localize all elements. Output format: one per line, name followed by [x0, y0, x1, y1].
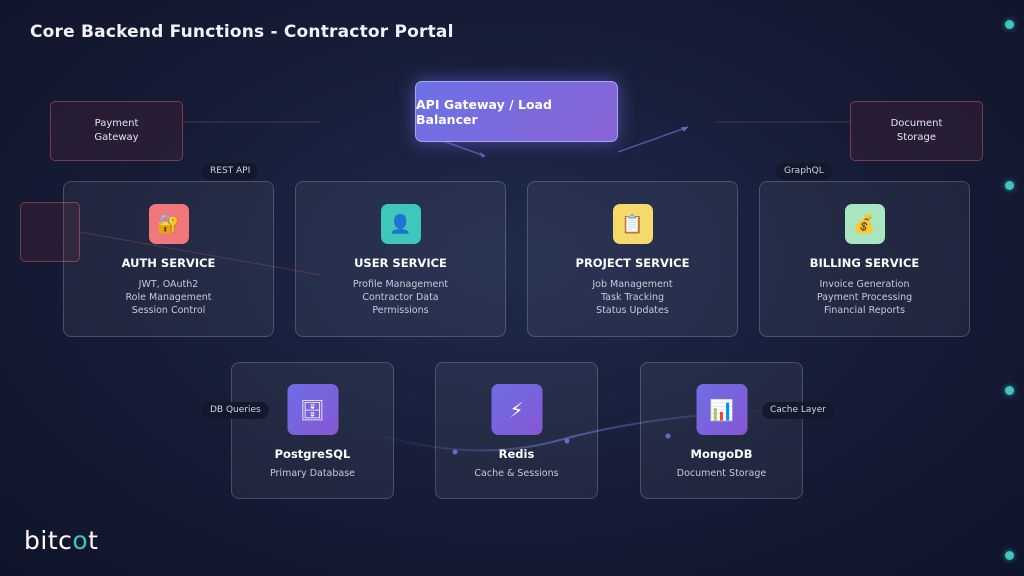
- database-subtitle: Primary Database: [269, 468, 356, 479]
- feature-line: Status Updates: [596, 305, 669, 316]
- feature-line: JWT, OAuth2: [138, 279, 199, 290]
- feature-line: Session Control: [131, 305, 206, 316]
- service-features: Profile Management Contractor Data Permi…: [296, 278, 505, 317]
- service-features: Invoice Generation Payment Processing Fi…: [760, 278, 969, 317]
- feature-line: Role Management: [125, 292, 212, 303]
- feature-line: Payment Processing: [816, 292, 913, 303]
- arrowhead: [480, 152, 485, 158]
- document-storage-node: Document Storage: [850, 101, 983, 161]
- feature-line: Task Tracking: [600, 292, 665, 303]
- feature-line: Financial Reports: [823, 305, 906, 316]
- service-title: BILLING SERVICE: [809, 256, 920, 270]
- mongodb-card: 📊 MongoDB Document Storage: [640, 362, 803, 499]
- page-title: Core Backend Functions - Contractor Port…: [30, 22, 454, 42]
- api-gateway-label: API Gateway / Load Balancer: [416, 96, 552, 127]
- graphql-tag: GraphQL: [776, 163, 832, 180]
- clipboard-icon: 📋: [612, 204, 653, 244]
- lightning-icon: ⚡: [491, 384, 542, 435]
- auth-service-card: 🔐 AUTH SERVICE JWT, OAuth2 Role Manageme…: [63, 181, 274, 337]
- decor-dot: [1005, 181, 1014, 190]
- payment-gateway-node: Payment Gateway: [50, 101, 183, 161]
- ghost-node: [20, 202, 80, 262]
- decor-dot: [1005, 551, 1014, 560]
- feature-line: Profile Management: [352, 279, 449, 290]
- feature-line: Permissions: [372, 305, 429, 316]
- decor-dot: [1005, 20, 1014, 29]
- database-subtitle: Cache & Sessions: [474, 468, 559, 479]
- service-features: JWT, OAuth2 Role Management Session Cont…: [64, 278, 273, 317]
- connector-line: [439, 139, 486, 157]
- service-features: Job Management Task Tracking Status Upda…: [528, 278, 737, 317]
- user-service-card: 👤 USER SERVICE Profile Management Contra…: [295, 181, 506, 337]
- database-subtitle: Document Storage: [676, 468, 767, 479]
- bar-chart-icon: 📊: [696, 384, 747, 435]
- bitcot-logo: bitcot: [24, 526, 99, 555]
- cache-layer-tag: Cache Layer: [762, 402, 834, 419]
- feature-line: Invoice Generation: [819, 279, 910, 290]
- service-title: PROJECT SERVICE: [575, 256, 690, 270]
- database-title: PostgreSQL: [274, 447, 351, 461]
- money-bag-icon: 💰: [844, 204, 885, 244]
- connector-line: [617, 126, 689, 153]
- decor-dot: [1005, 386, 1014, 395]
- service-title: USER SERVICE: [354, 256, 447, 270]
- feature-line: Job Management: [592, 279, 673, 290]
- feature-line: Contractor Data: [362, 292, 439, 303]
- database-title: Redis: [498, 447, 535, 461]
- file-cabinet-icon: 🗄: [287, 384, 338, 435]
- lock-icon: 🔐: [148, 204, 189, 244]
- postgresql-card: 🗄 PostgreSQL Primary Database: [231, 362, 394, 499]
- db-queries-tag: DB Queries: [202, 402, 269, 419]
- user-icon: 👤: [380, 204, 421, 244]
- billing-service-card: 💰 BILLING SERVICE Invoice Generation Pay…: [759, 181, 970, 337]
- service-title: AUTH SERVICE: [121, 256, 216, 270]
- redis-card: ⚡ Redis Cache & Sessions: [435, 362, 598, 499]
- arrowhead: [681, 127, 688, 132]
- database-title: MongoDB: [690, 447, 753, 461]
- api-gateway-node: API Gateway / Load Balancer: [415, 81, 618, 142]
- project-service-card: 📋 PROJECT SERVICE Job Management Task Tr…: [527, 181, 738, 337]
- rest-api-tag: REST API: [202, 163, 259, 180]
